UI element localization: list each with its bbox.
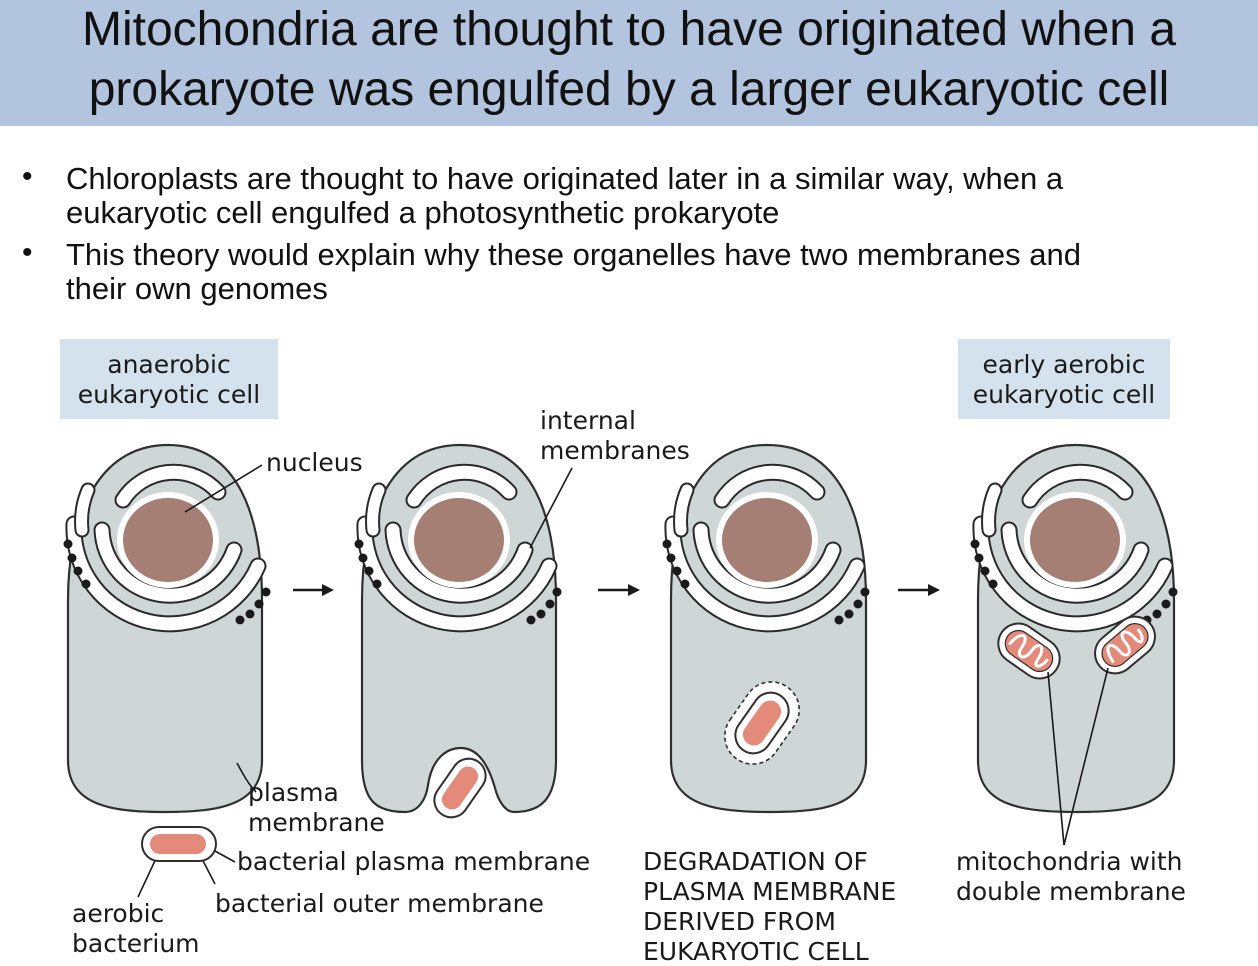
plasma-membrane-label-line-2: membrane bbox=[248, 808, 385, 837]
bullet-marker: • bbox=[22, 160, 33, 193]
bullet-marker: • bbox=[22, 236, 33, 269]
bacterial-plasma-membrane-label: bacterial plasma membrane bbox=[237, 847, 590, 876]
arrow-3 bbox=[898, 584, 940, 596]
bullet-1-line-2: eukaryotic cell engulfed a photosyntheti… bbox=[66, 195, 780, 230]
internal-membranes-label-line-2: membranes bbox=[540, 436, 690, 465]
title-line-2: prokaryote was engulfed by a larger euka… bbox=[88, 63, 1170, 116]
degradation-label-line-4: EUKARYOTIC CELL bbox=[643, 937, 869, 966]
bullet-1-line-1: Chloroplasts are thought to have origina… bbox=[66, 161, 1064, 196]
degradation-label-line-1: DEGRADATION OF bbox=[643, 847, 868, 876]
degrading-vesicle bbox=[724, 681, 800, 765]
engulfed-bacterium bbox=[433, 757, 487, 819]
mitochondria-label-line-1: mitochondria with bbox=[956, 847, 1183, 876]
aerobic-bacterium-label-line-1: aerobic bbox=[72, 899, 164, 928]
title-bar: Mitochondria are thought to have origina… bbox=[0, 0, 1258, 126]
nucleus-label: nucleus bbox=[266, 448, 363, 477]
degradation-label-line-3: DERIVED FROM bbox=[643, 907, 836, 936]
bullet-2-line-2: their own genomes bbox=[66, 271, 328, 306]
arrow-1 bbox=[293, 584, 334, 596]
internal-membranes-label-line-1: internal bbox=[540, 406, 636, 435]
bacterial-outer-membrane-label: bacterial outer membrane bbox=[215, 889, 544, 918]
mitochondria-label-line-2: double membrane bbox=[956, 877, 1186, 906]
aerobic-label-line-1: early aerobic bbox=[983, 350, 1146, 379]
aerobic-cell-label-box bbox=[958, 339, 1170, 419]
arrow-2 bbox=[598, 584, 640, 596]
aerobic-bacterium-label-line-2: bacterium bbox=[72, 929, 200, 958]
anaerobic-label-line-1: anaerobic bbox=[107, 350, 230, 379]
anaerobic-label-line-2: eukaryotic cell bbox=[78, 380, 260, 409]
title-line-1: Mitochondria are thought to have origina… bbox=[81, 3, 1177, 56]
anaerobic-cell-label-box bbox=[60, 339, 278, 419]
mitochondrion-1 bbox=[997, 622, 1061, 680]
mitochondrion-2 bbox=[1094, 615, 1156, 675]
aerobic-label-line-2: eukaryotic cell bbox=[973, 380, 1155, 409]
degradation-label-line-2: PLASMA MEMBRANE bbox=[643, 877, 896, 906]
aerobic-bacterium bbox=[141, 826, 217, 862]
bullet-2-line-1: This theory would explain why these orga… bbox=[66, 237, 1081, 272]
endosymbiosis-diagram: anaerobic eukaryotic cell early aerobic … bbox=[0, 339, 1258, 966]
plasma-membrane-label-line-1: plasma bbox=[248, 778, 339, 807]
